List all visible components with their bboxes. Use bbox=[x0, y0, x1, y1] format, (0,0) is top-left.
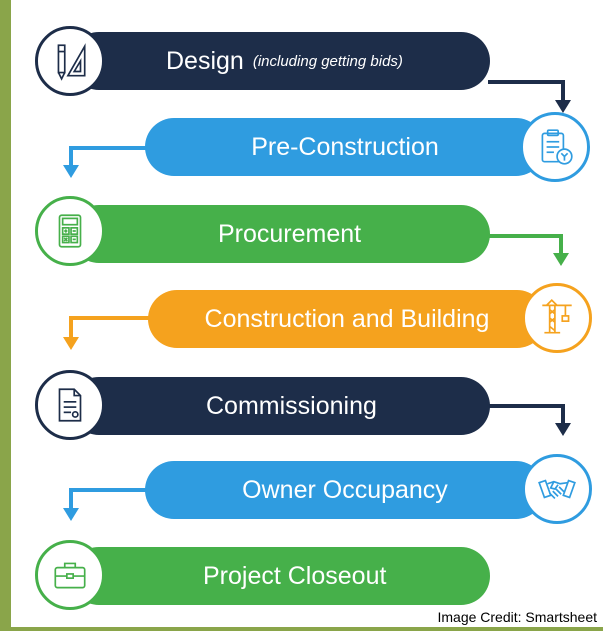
step-commissioning-label: Commissioning bbox=[206, 391, 377, 420]
step-pre-construction: Pre-Construction bbox=[145, 118, 545, 176]
arrow-preconstruction-to-procurement bbox=[69, 146, 148, 167]
step-pre-construction-label: Pre-Construction bbox=[251, 132, 439, 161]
clipboard-icon bbox=[520, 112, 590, 182]
crane-icon bbox=[522, 283, 592, 353]
document-icon bbox=[35, 370, 105, 440]
arrow-procurement-to-construction bbox=[488, 234, 563, 255]
briefcase-icon bbox=[35, 540, 105, 610]
drafting-tools-icon bbox=[35, 26, 105, 96]
step-project-closeout: Project Closeout bbox=[70, 547, 490, 605]
step-owner-occupancy: Owner Occupancy bbox=[145, 461, 545, 519]
step-design: Design (including getting bids) bbox=[70, 32, 490, 90]
arrowhead-1 bbox=[555, 100, 571, 113]
calculator-icon bbox=[35, 196, 105, 266]
arrowhead-3 bbox=[553, 253, 569, 266]
arrowhead-4 bbox=[63, 337, 79, 350]
handshake-icon bbox=[522, 454, 592, 524]
image-credit: Image Credit: Smartsheet bbox=[437, 609, 597, 625]
arrow-occupancy-to-closeout bbox=[69, 488, 148, 510]
step-design-label: Design bbox=[166, 46, 244, 75]
arrowhead-5 bbox=[555, 423, 571, 436]
step-construction-label: Construction and Building bbox=[204, 304, 490, 333]
step-procurement-label: Procurement bbox=[218, 219, 362, 248]
step-construction: Construction and Building bbox=[148, 290, 546, 348]
arrow-commissioning-to-occupancy bbox=[488, 404, 565, 425]
step-procurement: Procurement bbox=[70, 205, 490, 263]
arrowhead-6 bbox=[63, 508, 79, 521]
step-owner-occupancy-label: Owner Occupancy bbox=[242, 475, 448, 504]
arrowhead-2 bbox=[63, 165, 79, 178]
step-commissioning: Commissioning bbox=[70, 377, 490, 435]
arrow-design-to-preconstruction bbox=[488, 80, 565, 102]
arrow-construction-to-commissioning bbox=[69, 316, 150, 339]
step-design-sublabel: (including getting bids) bbox=[252, 52, 403, 70]
step-project-closeout-label: Project Closeout bbox=[203, 561, 387, 590]
